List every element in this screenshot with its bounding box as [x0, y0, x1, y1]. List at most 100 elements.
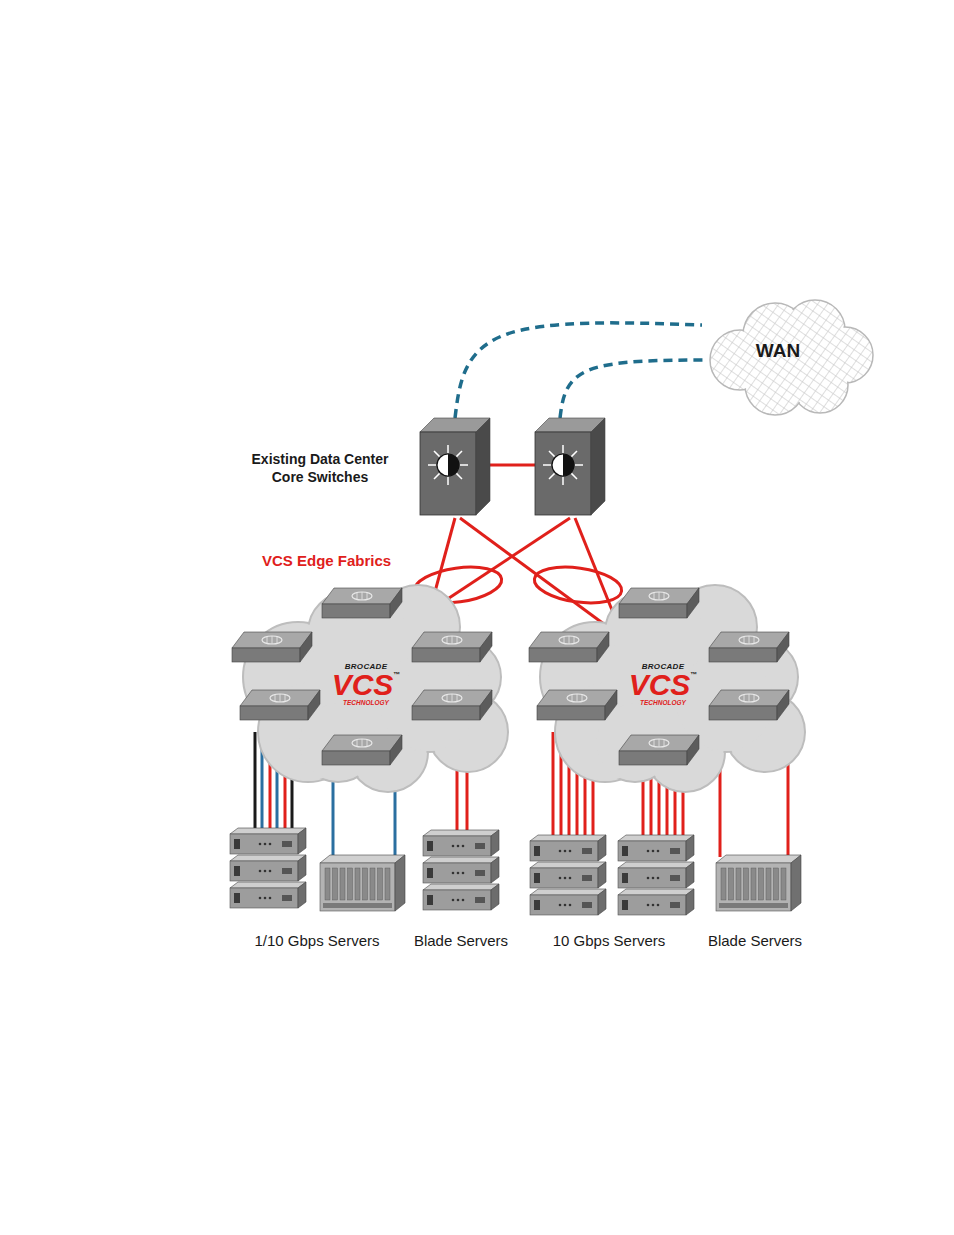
- switch-front: [322, 604, 390, 618]
- switch-side: [300, 632, 312, 662]
- node-text: Blade Servers: [408, 932, 514, 950]
- switch-icon: [357, 592, 358, 600]
- link-line: [455, 323, 702, 418]
- chassis-top: [716, 855, 801, 863]
- logo-row: VCS™: [320, 671, 412, 699]
- blade-slot: [333, 868, 338, 900]
- switch-icon: [754, 694, 755, 702]
- switch-front: [709, 706, 777, 720]
- server-led: [569, 904, 572, 907]
- switch-icon: [569, 636, 570, 644]
- server-led: [569, 877, 572, 880]
- server-bay: [234, 866, 240, 876]
- switch-arrow: [549, 451, 555, 457]
- server-front: [530, 841, 598, 861]
- fabric-switch: [709, 690, 789, 720]
- server-bay: [475, 843, 485, 849]
- server-bay: [534, 873, 540, 883]
- blade-slot: [370, 868, 375, 900]
- text-wrap: Blade Servers: [701, 932, 809, 950]
- text-wrap: Existing Data Center Core Switches: [245, 450, 395, 486]
- server-top: [423, 857, 499, 863]
- cloud-outline: [540, 585, 805, 792]
- switch-icon: [270, 694, 290, 702]
- link-line: [560, 360, 706, 418]
- chassis-base: [323, 903, 392, 908]
- switch-icon: [574, 636, 575, 644]
- server-side: [298, 828, 306, 854]
- server-front: [618, 895, 686, 915]
- switch-front: [709, 648, 777, 662]
- server-side: [686, 889, 694, 915]
- switch-emblem: [437, 454, 459, 476]
- server-led: [559, 850, 562, 853]
- server-bay: [622, 846, 628, 856]
- switch-icon: [357, 739, 358, 747]
- server-led: [259, 843, 262, 846]
- switch-icon: [367, 739, 368, 747]
- switch-side: [308, 690, 320, 720]
- vcs-node: BROCADEVCS™TECHNOLOGY: [228, 582, 508, 792]
- blade-slot: [385, 868, 390, 900]
- blade-chassis: [320, 855, 405, 911]
- blade-slot: [774, 868, 779, 900]
- server-side: [598, 862, 606, 888]
- server-bay: [534, 846, 540, 856]
- switch-icon: [285, 694, 286, 702]
- cloud-fill: [245, 587, 507, 791]
- server-top: [230, 828, 306, 834]
- server-led: [269, 897, 272, 900]
- logo-wrap: BROCADEVCS™TECHNOLOGY: [320, 662, 412, 707]
- server-bay: [582, 902, 592, 908]
- network-link: [430, 518, 570, 610]
- text-wrap: 1/10 Gbps Servers: [219, 932, 415, 950]
- server-bay: [670, 902, 680, 908]
- blade-slot: [751, 868, 756, 900]
- server-led: [457, 845, 460, 848]
- server-bay: [582, 848, 592, 854]
- switch-front: [240, 706, 308, 720]
- link-line: [254, 732, 257, 830]
- cloud-fill: [542, 587, 804, 791]
- switch-icon: [452, 636, 453, 644]
- blade-chassis: [716, 855, 801, 911]
- server-side: [598, 889, 606, 915]
- server-bay: [427, 895, 433, 905]
- blade-slot: [363, 868, 368, 900]
- switch-arrow: [575, 464, 583, 466]
- server-led: [269, 843, 272, 846]
- server-bay: [234, 839, 240, 849]
- switch-arrow: [549, 473, 555, 479]
- switch-icon: [362, 592, 363, 600]
- switch-icon: [582, 694, 583, 702]
- chassis-side: [395, 855, 405, 911]
- server-led: [259, 897, 262, 900]
- switch-top: [240, 690, 320, 706]
- server-side: [491, 857, 499, 883]
- server-side: [491, 884, 499, 910]
- server-top: [618, 889, 694, 895]
- switch-icon: [267, 636, 268, 644]
- switch-emblem: [552, 454, 574, 476]
- switch-side: [390, 588, 402, 618]
- switch-front: [529, 648, 597, 662]
- switch-emblem: [563, 454, 574, 476]
- server-top: [423, 884, 499, 890]
- switch-icon: [664, 739, 665, 747]
- fabric-switch: [232, 632, 312, 662]
- fabric-switch: [619, 588, 699, 618]
- switch-front: [619, 751, 687, 765]
- switch-side: [605, 690, 617, 720]
- server-led: [452, 899, 455, 902]
- switch-icon: [739, 636, 759, 644]
- switch-icon: [272, 636, 273, 644]
- rack-server-stack: [618, 835, 694, 915]
- server-bay: [670, 875, 680, 881]
- switch-side: [480, 690, 492, 720]
- core-switch: [420, 418, 490, 515]
- switch-top: [709, 632, 789, 648]
- server-bay: [282, 841, 292, 847]
- core-node: Existing Data Center Core Switches: [245, 418, 610, 518]
- switch-top: [322, 735, 402, 751]
- switch-icon: [277, 636, 278, 644]
